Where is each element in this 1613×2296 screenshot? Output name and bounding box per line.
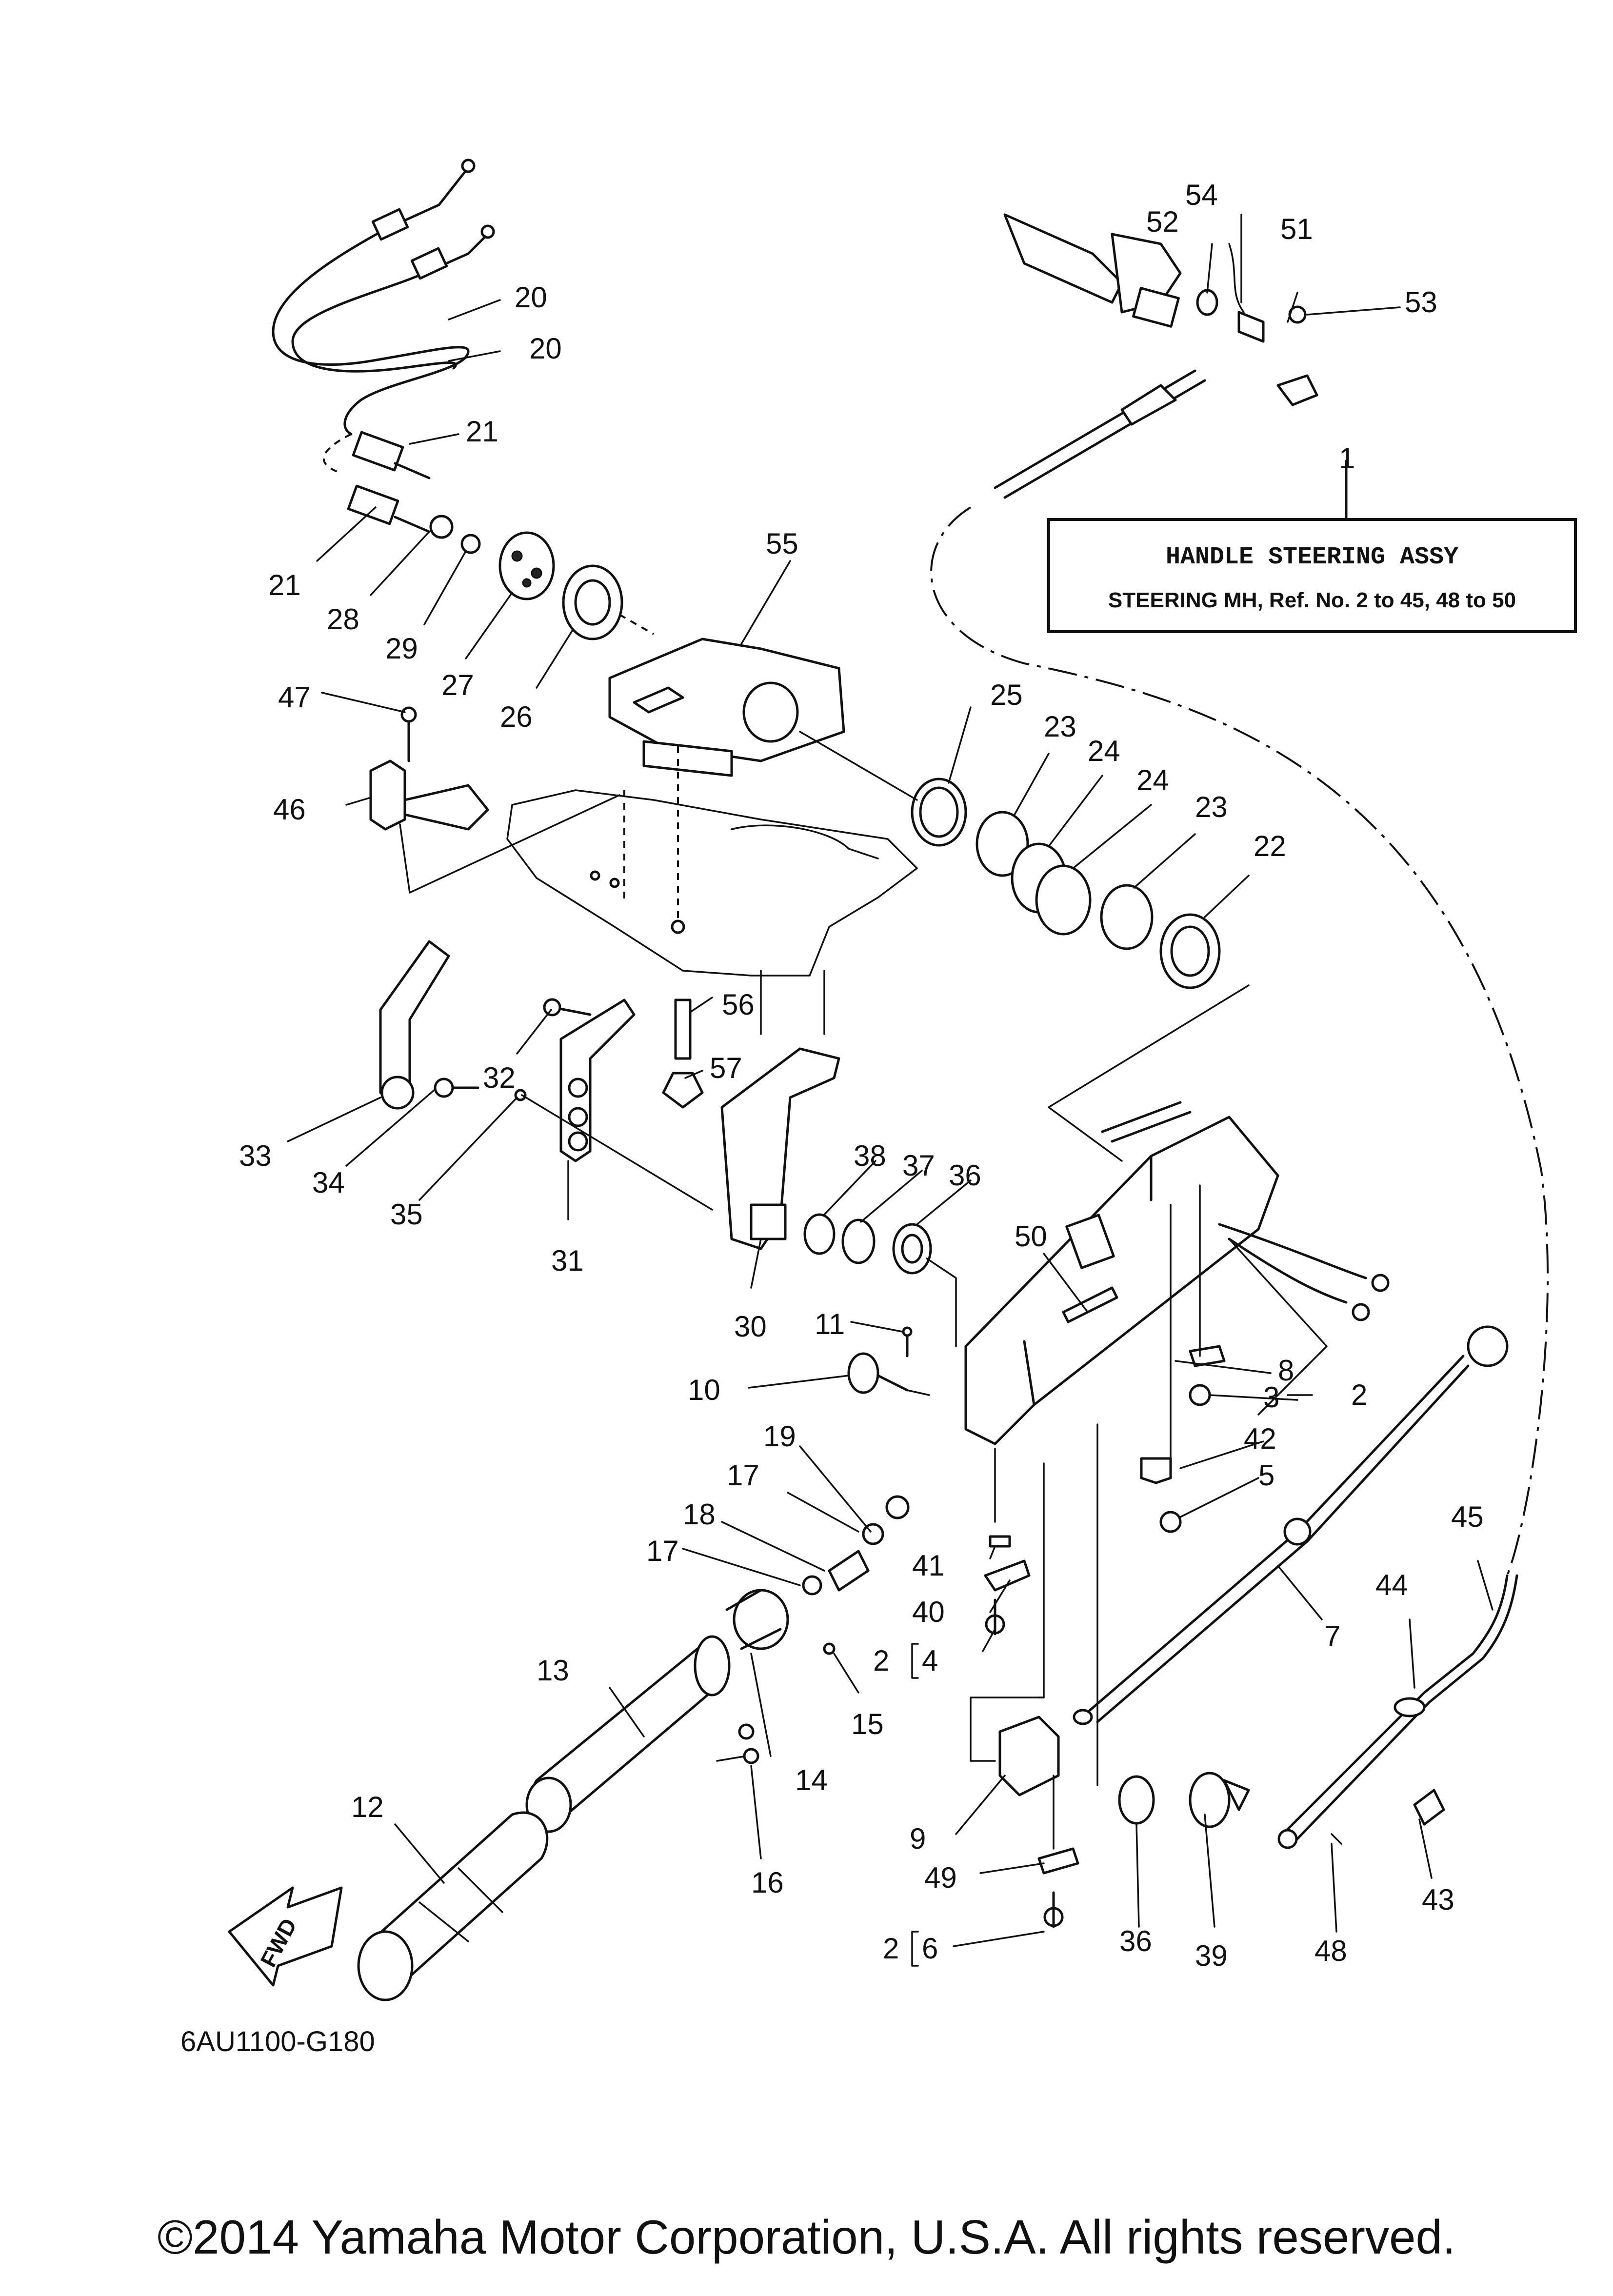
callout-48: 48 (1314, 1935, 1347, 1967)
callout-50: 50 (1015, 1220, 1047, 1253)
callout-32: 32 (483, 1061, 516, 1094)
callout-4: 4 (922, 1644, 938, 1677)
callout-17: 17 (646, 1535, 679, 1567)
callout-7: 7 (1324, 1620, 1340, 1653)
callout-6: 6 (922, 1932, 938, 1965)
callout-46: 46 (273, 793, 306, 826)
callout-23: 23 (1195, 791, 1228, 823)
callout-28: 28 (327, 603, 359, 636)
leader-lines (287, 214, 1494, 1947)
callout-11: 11 (815, 1308, 845, 1340)
callout-33: 33 (239, 1139, 272, 1172)
callout-labels: 1 2 2 2 3 4 5 6 7 8 9 10 11 12 13 14 15 … (239, 179, 1484, 1972)
callout-55: 55 (766, 527, 798, 560)
callout-30: 30 (734, 1310, 767, 1343)
callout-34: 34 (312, 1166, 345, 1199)
callout-42: 42 (1244, 1422, 1276, 1455)
callout-51: 51 (1280, 213, 1313, 245)
callout-15: 15 (851, 1708, 884, 1740)
throttle-collar-parts (716, 1495, 910, 1764)
callout-29: 29 (385, 632, 418, 665)
callout-17: 17 (727, 1459, 759, 1492)
callout-21: 21 (268, 569, 301, 601)
callout-24: 24 (1136, 764, 1169, 797)
callout-49: 49 (924, 1861, 957, 1894)
callout-2: 2 (1351, 1378, 1367, 1411)
callout-40: 40 (912, 1596, 945, 1628)
callout-3: 3 (1263, 1381, 1279, 1414)
callout-36: 36 (1119, 1925, 1152, 1957)
drawing-code: 6AU1100-G180 (180, 2026, 375, 2057)
cables-7-44-45 (1073, 1325, 1518, 1849)
throttle-shift-cables (272, 159, 495, 533)
assy-title: HANDLE STEERING ASSY (1166, 543, 1458, 571)
shift-levers (379, 940, 840, 1250)
callout-12: 12 (351, 1791, 384, 1823)
callout-25: 25 (990, 679, 1023, 711)
steering-handle-50 (964, 984, 1390, 1445)
cable-routing-line (930, 506, 1549, 1576)
callout-57: 57 (710, 1052, 742, 1084)
callout-21: 21 (466, 415, 498, 448)
callout-5: 5 (1258, 1459, 1274, 1492)
callout-20: 20 (529, 332, 562, 365)
callout-36: 36 (949, 1159, 981, 1192)
callout-35: 35 (390, 1198, 423, 1231)
handle-bottom-parts (970, 1184, 1328, 1928)
callout-47: 47 (278, 681, 311, 714)
handle-steering-assy-box: HANDLE STEERING ASSY STEERING MH, Ref. N… (1047, 459, 1577, 633)
callout-31: 31 (551, 1244, 584, 1277)
callout-38: 38 (854, 1139, 886, 1172)
callout-23: 23 (1044, 710, 1076, 743)
tiller-head-assy (994, 213, 1318, 499)
callout-56: 56 (722, 988, 755, 1021)
callout-8: 8 (1278, 1354, 1294, 1387)
callout-13: 13 (537, 1654, 569, 1687)
fwd-arrow: FWD (228, 1886, 343, 1987)
callout-37: 37 (902, 1149, 935, 1182)
washers-22-25 (799, 731, 1221, 989)
qty-brackets (911, 1643, 919, 1967)
callout-53: 53 (1405, 286, 1437, 319)
callout-2: 2 (873, 1644, 889, 1677)
callout-27: 27 (441, 669, 474, 701)
callout-16: 16 (751, 1866, 784, 1899)
friction-knob-10 (738, 1326, 913, 1740)
washers-36-38 (803, 1213, 957, 1347)
grip-12 (357, 1811, 549, 2001)
plate-46 (369, 706, 620, 894)
callout-43: 43 (1422, 1883, 1454, 1916)
callout-14: 14 (795, 1764, 828, 1797)
callout-54: 54 (1185, 179, 1218, 211)
callout-39: 39 (1195, 1939, 1228, 1972)
callout-52: 52 (1146, 205, 1179, 238)
callout-18: 18 (683, 1498, 716, 1531)
swivel-bracket-outline (506, 746, 918, 1035)
callout-22: 22 (1254, 830, 1286, 862)
callout-1: 1 (1339, 442, 1355, 475)
callout-41: 41 (912, 1549, 945, 1582)
callout-20: 20 (515, 281, 547, 314)
callout-44: 44 (1375, 1569, 1408, 1601)
callout-9: 9 (910, 1822, 926, 1855)
callout-26: 26 (500, 700, 533, 733)
copyright-notice: ©2014 Yamaha Motor Corporation, U.S.A. A… (157, 2210, 1456, 2264)
assy-subtitle: STEERING MH, Ref. No. 2 to 45, 48 to 50 (1108, 588, 1516, 612)
callout-24: 24 (1088, 735, 1120, 767)
callout-10: 10 (688, 1374, 720, 1406)
callout-2: 2 (883, 1932, 899, 1965)
callout-19: 19 (763, 1420, 796, 1453)
steering-bracket-55 (608, 638, 845, 777)
cable-fittings (429, 515, 654, 640)
callout-45: 45 (1451, 1500, 1484, 1533)
